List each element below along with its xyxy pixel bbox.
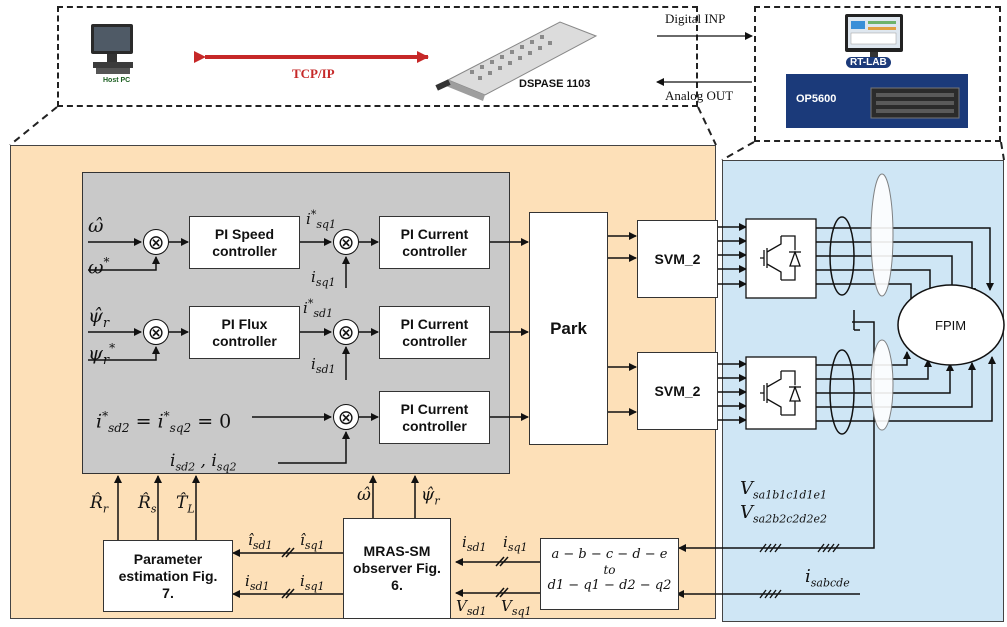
flux-sum-junction: ⊗ — [143, 319, 169, 345]
rr-hat-label: R̂r — [90, 493, 108, 519]
isabcde-label: isabcde — [805, 567, 850, 594]
isd1-meas-label-right: isd1 — [462, 534, 487, 556]
isd1-hat-label: îsd1 — [248, 532, 273, 554]
isq1-meas-label-left: isq1 — [300, 573, 325, 595]
pi-flux-controller: PI Flux controller — [189, 306, 300, 359]
vsd1-label: Vsd1 — [456, 598, 487, 620]
isq1-sum-junction: ⊗ — [333, 229, 359, 255]
isd1-meas-label-left: isd1 — [245, 573, 270, 595]
vs-abcde-label-1: Vsa1b1c1d1e1 — [740, 479, 827, 506]
isq1-feedback-label: isq1 — [311, 269, 336, 291]
isq1-hat-label: îsq1 — [300, 532, 325, 554]
mras-psi-hat-label: ψ̂r — [421, 485, 440, 511]
abcde-to-dq-block: a − b − c − d − e to d1 − q1 − d2 − q2 — [540, 538, 679, 610]
dspace-label: DSPASE 1103 — [519, 78, 590, 90]
mras-sm-observer-block: MRAS-SM observer Fig. 6. — [343, 518, 451, 619]
isq1-meas-label-right: isq1 — [503, 534, 528, 556]
isd1-ref-label: i*sd1 — [303, 296, 333, 322]
inverter-bottom — [746, 357, 816, 429]
pi-current-controller-2: PI Current controller — [379, 306, 490, 359]
rs-hat-label: R̂s — [138, 493, 156, 519]
isd1-feedback-label: isd1 — [311, 356, 336, 378]
omega-ref-input: ω* — [88, 252, 110, 277]
rtlab-logo: RT-LAB — [846, 57, 891, 68]
zero-reference-label: i*sd2 = i*sq2 = 0 — [96, 406, 231, 438]
vsq1-label: Vsq1 — [501, 598, 532, 620]
tcp-ip-label: TCP/IP — [292, 66, 335, 82]
fpim-label: FPIM — [935, 318, 966, 333]
transform-bottom-text: d1 − q1 − d2 − q2 — [541, 577, 678, 594]
second-plane-sum-junction: ⊗ — [333, 404, 359, 430]
tl-hat-label: T̂L — [176, 493, 195, 519]
transform-top-text: a − b − c − d − e — [541, 546, 678, 563]
inverter-top — [746, 219, 816, 298]
pi-current-controller-1: PI Current controller — [379, 216, 490, 269]
transform-mid-text: to — [541, 563, 678, 577]
psi-hat-input: ψ̂r — [88, 306, 109, 334]
analog-out-label: Analog OUT — [665, 88, 733, 104]
pi-current-controller-3: PI Current controller — [379, 391, 490, 444]
host-pc-icon — [91, 24, 133, 74]
pi-speed-controller: PI Speed controller — [189, 216, 300, 269]
psi-ref-input: ψr* — [88, 338, 115, 371]
isq1-ref-label: i*sq1 — [306, 207, 336, 233]
svm-block-bottom: SVM_2 — [637, 352, 718, 430]
speed-sum-junction: ⊗ — [143, 229, 169, 255]
omega-hat-input: ω̂ — [88, 216, 104, 236]
op5600-label: OP5600 — [796, 93, 836, 105]
host-pc-label: Host PC — [103, 77, 130, 84]
digital-inp-label: Digital INP — [665, 11, 725, 27]
parameter-estimation-block: Parameter estimation Fig. 7. — [103, 540, 233, 612]
isd2-isq2-label: isd2 , isq2 — [170, 451, 236, 477]
monitor-icon — [845, 14, 903, 57]
vs-abcde-label-2: Vsa2b2c2d2e2 — [740, 503, 827, 530]
isd1-sum-junction: ⊗ — [333, 319, 359, 345]
park-transform-block: Park — [529, 212, 608, 445]
mras-omega-hat-label: ω̂ — [357, 485, 371, 505]
svm-block-top: SVM_2 — [637, 220, 718, 298]
